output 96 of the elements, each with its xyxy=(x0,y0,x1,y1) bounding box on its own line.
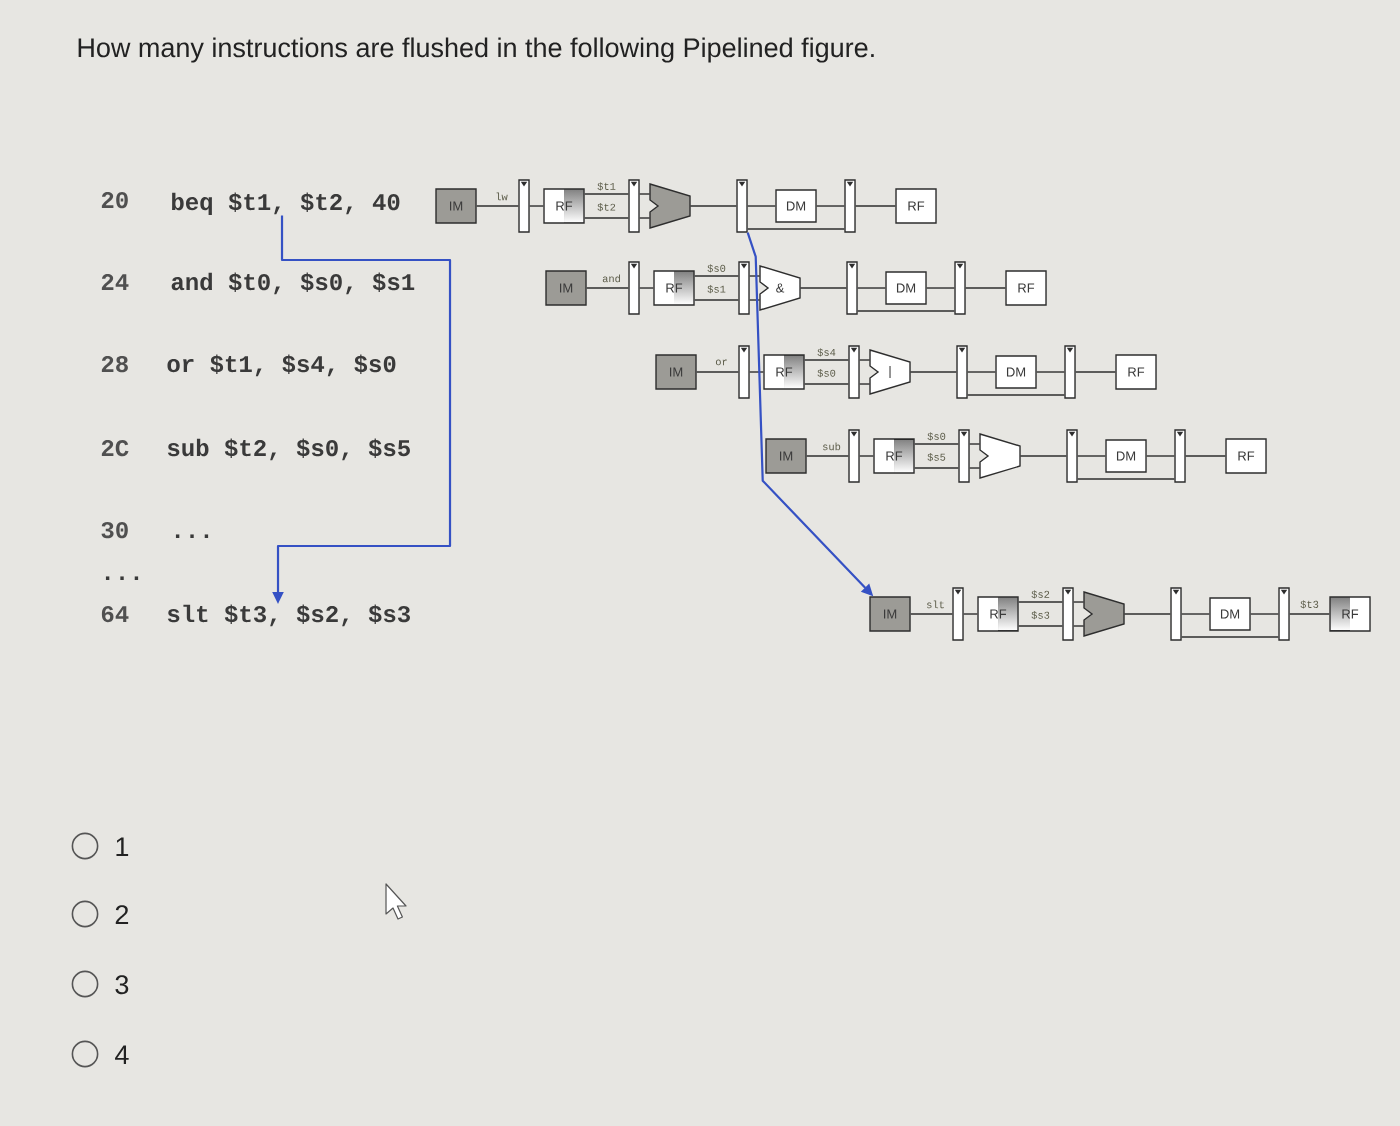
wire xyxy=(969,467,981,469)
question-text: How many instructions are flushed in the following Pipelined figure. xyxy=(78,37,874,63)
wire xyxy=(694,275,740,277)
wire xyxy=(1185,455,1226,457)
option-label: 2 xyxy=(115,905,129,924)
wire xyxy=(749,299,761,301)
wire xyxy=(969,443,981,445)
wire xyxy=(747,205,776,207)
wire xyxy=(1077,478,1175,480)
wire xyxy=(584,217,629,219)
wire xyxy=(696,371,740,373)
address-label: 20 xyxy=(101,191,128,209)
pipeline-register xyxy=(844,179,856,233)
wire xyxy=(694,299,740,301)
pipeline-register xyxy=(518,179,530,233)
wire xyxy=(914,443,960,445)
wire xyxy=(1123,613,1171,615)
pipeline-register xyxy=(1062,587,1074,641)
wire xyxy=(586,287,629,289)
wire xyxy=(859,359,871,361)
wire xyxy=(1075,371,1116,373)
address-label: 64 xyxy=(101,605,129,623)
ellipsis: ... xyxy=(175,534,209,538)
ellipsis: ... xyxy=(105,576,139,580)
pipeline-register xyxy=(958,429,970,483)
address-label: 2C xyxy=(101,439,129,457)
option-label: 4 xyxy=(115,1045,129,1064)
option-label: 3 xyxy=(115,975,129,995)
pipeline-register xyxy=(738,261,750,315)
wire xyxy=(857,287,886,289)
wire xyxy=(799,287,847,289)
wire xyxy=(584,193,629,195)
wire xyxy=(1077,455,1106,457)
wire xyxy=(859,455,874,457)
wire xyxy=(639,217,651,219)
wire xyxy=(1073,625,1085,627)
pipeline-register xyxy=(956,345,968,399)
pipeline-register xyxy=(846,261,858,315)
wire xyxy=(1146,455,1175,457)
wire xyxy=(689,205,738,207)
address-label: 30 xyxy=(101,521,128,539)
option-label: 1 xyxy=(116,837,129,856)
wire xyxy=(1019,455,1067,457)
wire xyxy=(816,205,845,207)
wire xyxy=(747,228,845,230)
wire xyxy=(1073,601,1085,603)
wire xyxy=(804,359,849,361)
address-label: 28 xyxy=(101,355,128,373)
wire xyxy=(967,371,997,373)
wire xyxy=(859,383,871,385)
wire xyxy=(1181,613,1210,615)
pipeline-register xyxy=(952,587,964,641)
alu-symbol xyxy=(979,433,1021,479)
pipeline-register xyxy=(736,179,748,233)
alu-symbol xyxy=(1083,591,1125,637)
pipeline-register xyxy=(1174,429,1186,483)
pipeline-register xyxy=(1170,587,1182,641)
wire xyxy=(910,613,954,615)
pipeline-register xyxy=(954,261,966,315)
pipeline-register xyxy=(848,345,860,399)
instruction-text: beq $t1, $t2, 40 xyxy=(172,192,400,215)
pipeline-register xyxy=(738,345,750,399)
wire xyxy=(857,310,956,312)
wire xyxy=(806,455,849,457)
wire xyxy=(1018,601,1063,603)
wire xyxy=(967,394,1065,396)
pipeline-register xyxy=(628,261,640,315)
wire xyxy=(639,287,654,289)
wire xyxy=(529,205,544,207)
wire xyxy=(1289,613,1330,615)
wire xyxy=(1036,371,1065,373)
wire xyxy=(914,467,960,469)
pipeline-register xyxy=(1278,587,1290,641)
wire xyxy=(963,613,979,615)
wire xyxy=(639,193,651,195)
wire xyxy=(909,371,958,373)
instruction-text: and $t0, $s0, $s1 xyxy=(171,272,415,295)
pipeline-register xyxy=(848,429,860,483)
wire xyxy=(749,275,761,277)
wire xyxy=(804,383,849,385)
wire xyxy=(476,205,519,207)
pipeline-register xyxy=(628,179,640,233)
wire xyxy=(855,205,897,207)
wire xyxy=(926,287,956,289)
wire xyxy=(749,371,765,373)
wire xyxy=(1250,613,1279,615)
instruction-text: or $t1, $s4, $s0 xyxy=(167,354,396,377)
wire xyxy=(1018,625,1063,627)
wire xyxy=(965,287,1006,289)
instruction-text: slt $t3, $s2, $s3 xyxy=(167,604,410,627)
instruction-text: sub $t2, $s0, $s5 xyxy=(167,438,410,461)
pipeline-register xyxy=(1066,429,1078,483)
address-label: 24 xyxy=(101,273,129,290)
alu-symbol xyxy=(649,183,691,229)
pipeline-register xyxy=(1064,345,1076,399)
wire xyxy=(1181,636,1279,638)
